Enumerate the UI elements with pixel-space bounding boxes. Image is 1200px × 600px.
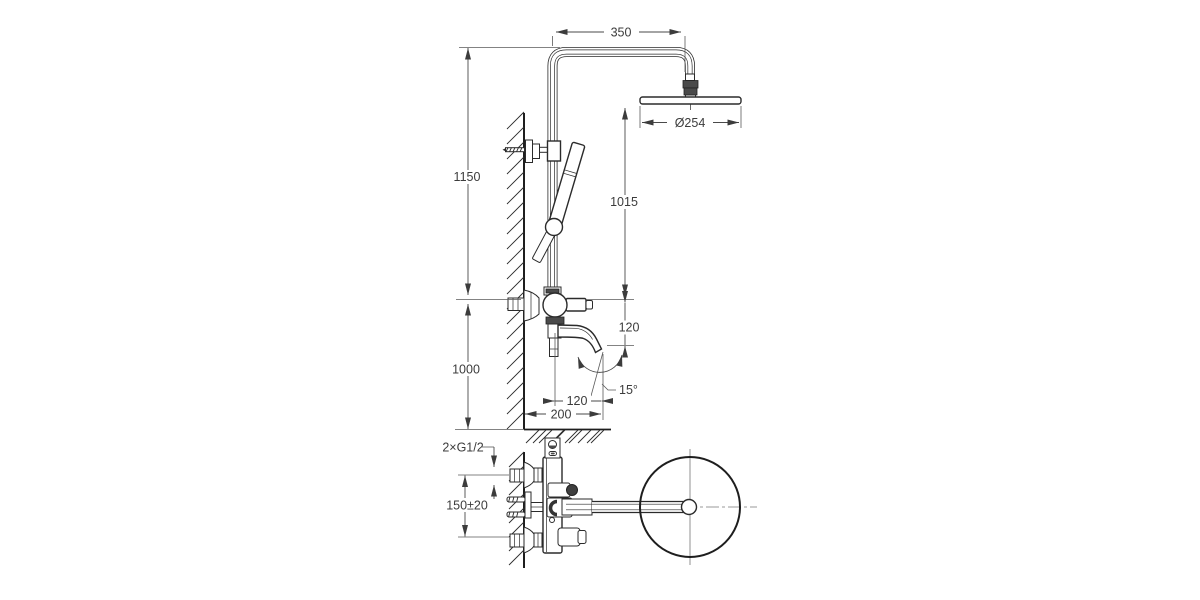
dim-spout-angle: 15° [619,383,638,397]
plan-head-connector [680,498,698,516]
dim-head-diameter: Ø254 [675,116,706,130]
hand-shower [532,141,586,263]
plan-view: 2×G1/2 150±20 [442,429,757,568]
dimensions-elevation: 350 Ø254 1150 1015 120 1000 120 [450,25,742,430]
slide-bar-ball-joint [544,217,564,237]
tub-spout [557,324,603,354]
dim-inlet-thread: 2×G1/2 [442,441,483,455]
wall-bracket [502,139,562,163]
plan-inlet-top [509,461,543,489]
plan-supply-studs [506,491,544,519]
dimension-inlet-spacing: 150±20 [444,474,509,538]
shower-head-connector [682,73,699,99]
wall-section [506,111,525,430]
plan-bottom-port [557,527,581,547]
dim-spout-total-reach: 200 [551,408,572,422]
floor-section [524,428,611,444]
diverter-pull [549,337,559,357]
label-inlet-thread: 2×G1/2 [442,441,497,499]
rain-shower-head [639,96,742,110]
mixer-valve [507,286,603,357]
valve-right-handle [565,297,587,312]
dim-spout-reach: 120 [567,394,588,408]
dim-arm-reach: 350 [611,26,632,40]
spout-swivel-indicator: 15° [577,351,638,420]
plan-valve-body [542,437,587,554]
plan-inlet-bottom [509,526,543,554]
dim-valve-to-spout: 120 [619,321,640,335]
dim-head-to-valve: 1015 [610,195,638,209]
dim-inlet-spacing: 150±20 [446,499,488,513]
dim-valve-height: 1000 [452,363,480,377]
valve-body [542,292,568,318]
riser-pipe-and-shower-arm [547,47,695,292]
plan-shower-head [639,449,741,565]
plan-shower-arm [561,498,684,516]
dim-wall-bar-height: 1150 [454,170,481,184]
